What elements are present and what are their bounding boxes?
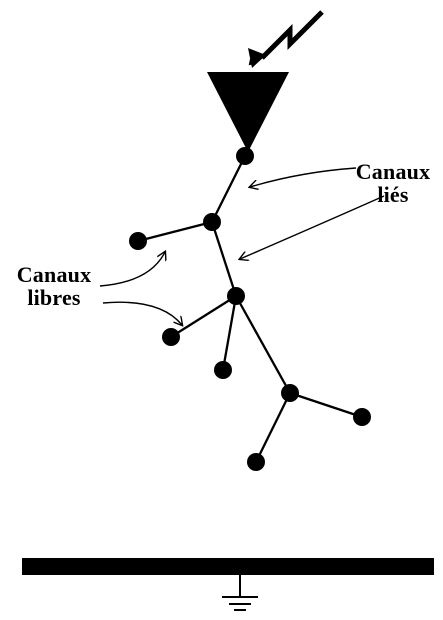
channel-node [162, 328, 180, 346]
bound-channel-arrows [240, 167, 385, 259]
channel-segment [234, 295, 292, 394]
bound-channels-label: Canaux liés [348, 160, 438, 206]
ground-symbol-icon [222, 575, 258, 611]
free-channel-arrows [99, 252, 182, 325]
channel-segment [137, 220, 213, 243]
channel-segment [221, 295, 238, 371]
bound-channels-line1: Canaux [355, 159, 431, 184]
channel-segment [170, 295, 237, 338]
channel-segment [254, 392, 292, 463]
free-channels-label: Canaux libres [8, 263, 100, 309]
bound-channels-line2: liés [377, 182, 409, 208]
channel-segment [289, 391, 363, 419]
channel-node [214, 361, 232, 379]
channel-node [353, 408, 371, 426]
channel-node [236, 147, 254, 165]
channel-segment [210, 155, 247, 223]
channel-node [227, 287, 245, 305]
channel-node [247, 453, 265, 471]
inverted-triangle-icon [207, 72, 289, 152]
channel-node [203, 213, 221, 231]
channel-lines [137, 155, 363, 463]
free-channels-line2: libres [27, 285, 81, 311]
bound-arrow-upper [250, 167, 357, 187]
bound-arrow-lower [240, 195, 385, 259]
channel-nodes [129, 147, 371, 471]
lightning-arrow-icon [248, 10, 324, 68]
channel-node [129, 232, 147, 250]
free-channels-line1: Canaux [16, 262, 92, 287]
ground-plane [22, 558, 434, 575]
channel-node [281, 384, 299, 402]
channel-segment [210, 221, 238, 297]
free-arrow-lower [102, 301, 182, 325]
free-arrow-upper [99, 252, 165, 287]
